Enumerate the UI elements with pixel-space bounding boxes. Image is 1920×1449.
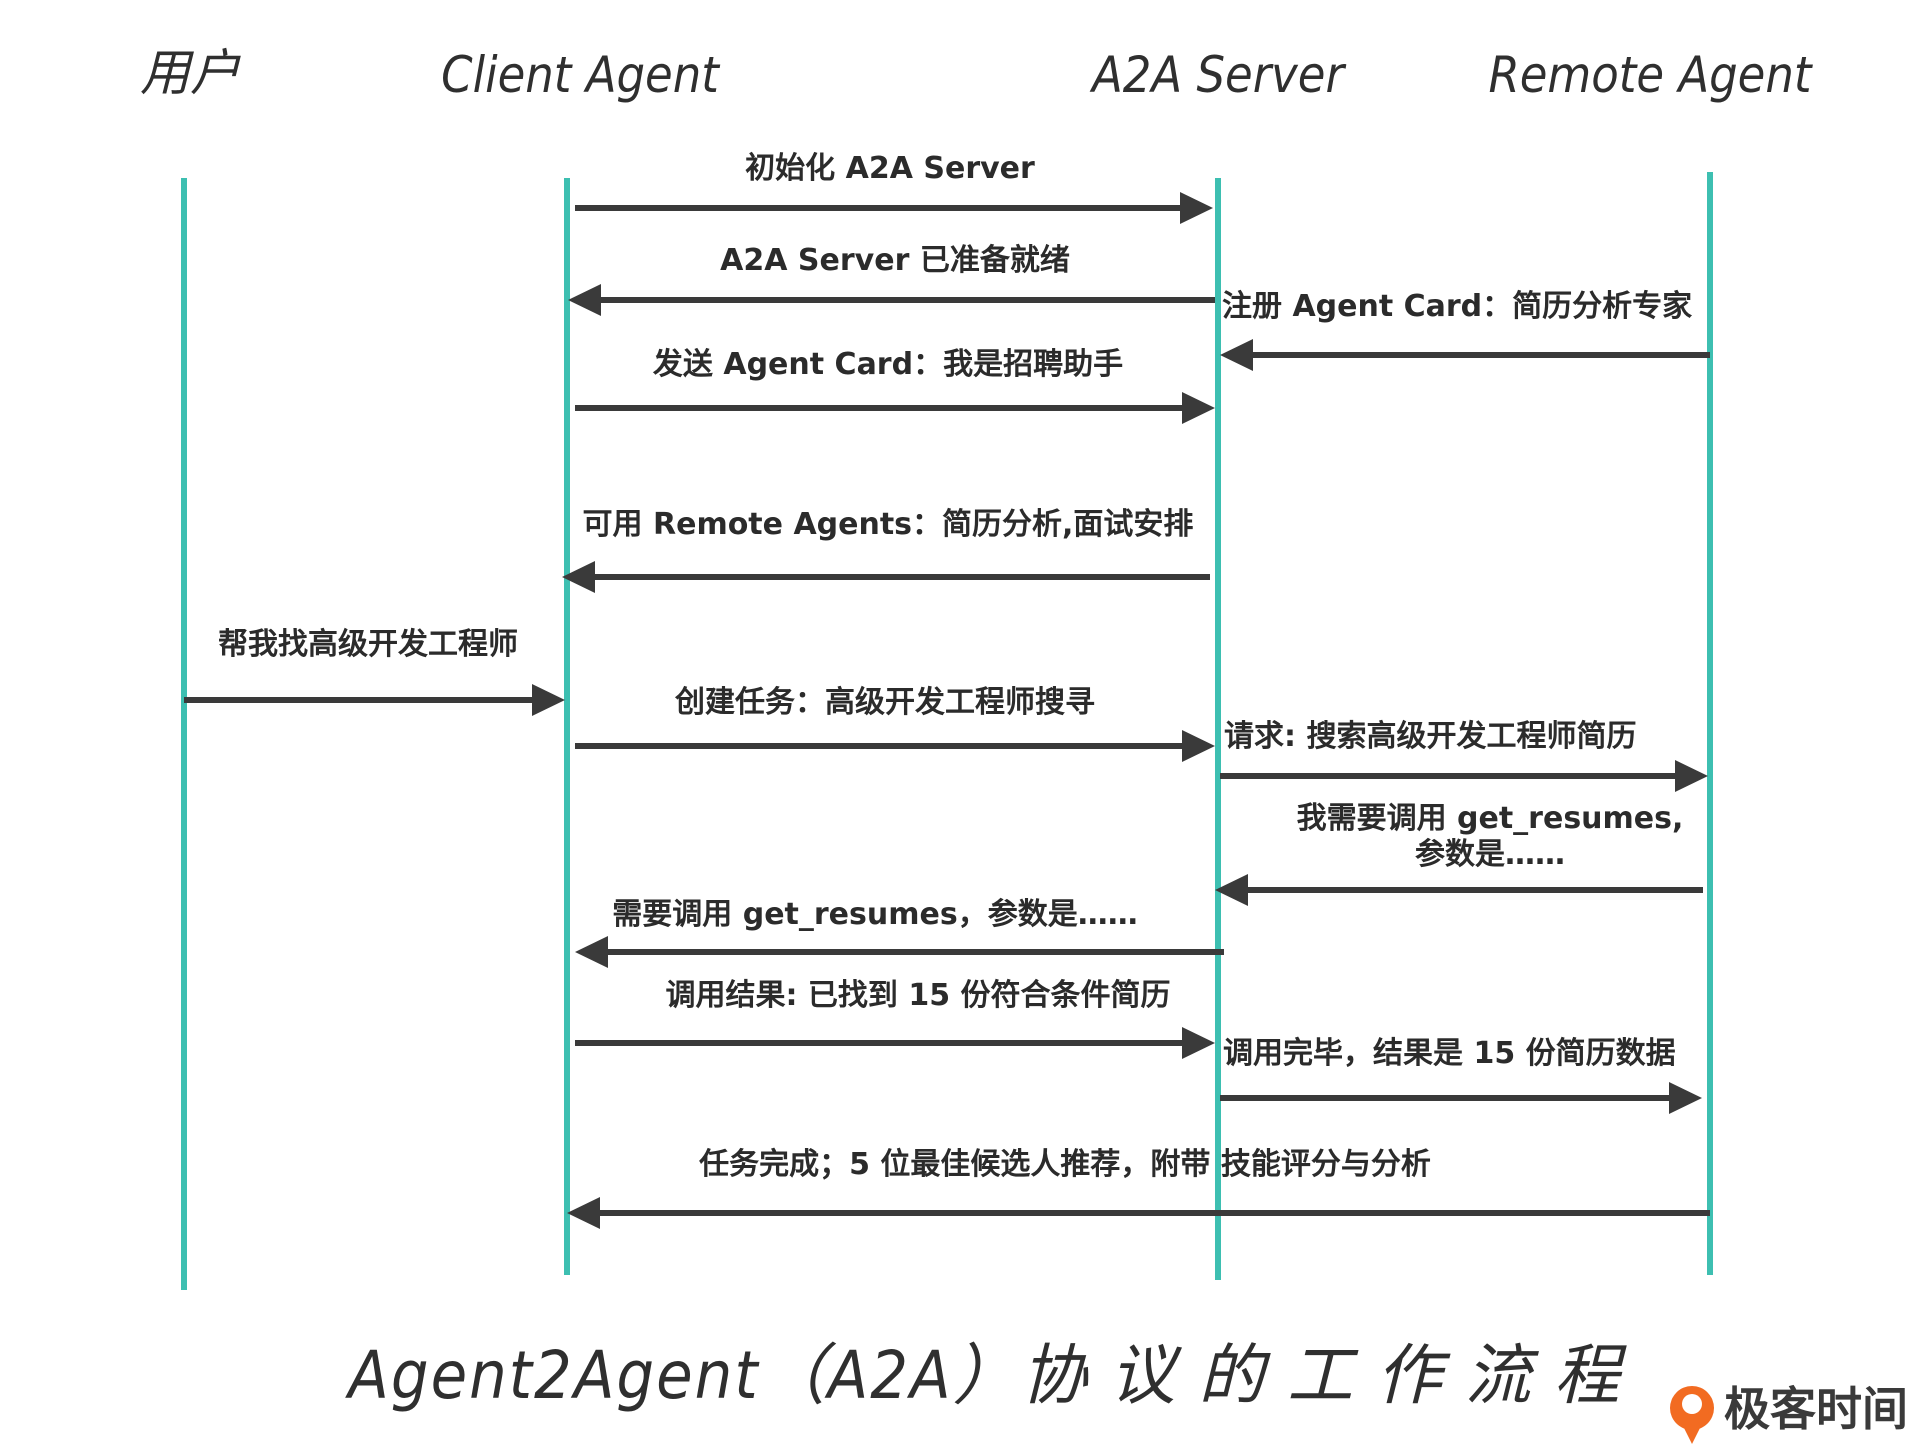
message-call-complete: 调用完毕，结果是 15 份简历数据	[1220, 1036, 1702, 1114]
message-label: A2A Server 已准备就绪	[720, 243, 1070, 278]
brand-logo: 极客时间	[1670, 1382, 1908, 1444]
message-label-line2: 参数是……	[1415, 837, 1565, 872]
diagram-caption: Agent2Agent（A2A）协 议 的 工 作 流 程	[344, 1337, 1627, 1414]
message-label: 发送 Agent Card：我是招聘助手	[652, 347, 1123, 382]
message-task-complete: 任务完成；5 位最佳候选人推荐，附带 技能评分与分析	[567, 1147, 1710, 1229]
message-label: 调用完毕，结果是 15 份简历数据	[1223, 1036, 1676, 1071]
actor-user: 用户	[140, 44, 241, 102]
message-init-server: 初始化 A2A Server	[575, 151, 1213, 224]
message-label: 创建任务：高级开发工程师搜寻	[674, 685, 1095, 720]
message-create-task: 创建任务：高级开发工程师搜寻	[575, 685, 1215, 762]
geektime-logo-icon	[1670, 1386, 1714, 1444]
message-call-get-resumes: 需要调用 get_resumes，参数是……	[575, 897, 1224, 968]
message-need-tool-call: 我需要调用 get_resumes, 参数是……	[1215, 801, 1703, 906]
message-call-result: 调用结果: 已找到 15 份符合条件简历	[575, 978, 1215, 1059]
message-label: 我需要调用 get_resumes,	[1297, 801, 1684, 836]
message-label: 可用 Remote Agents：简历分析,面试安排	[583, 507, 1194, 542]
actor-a2a-server: A2A Server	[1089, 46, 1346, 104]
message-label: 注册 Agent Card：简历分析专家	[1222, 289, 1692, 324]
message-label: 任务完成；5 位最佳候选人推荐，附带 技能评分与分析	[698, 1147, 1431, 1182]
message-register-agent-card: 注册 Agent Card：简历分析专家	[1220, 289, 1710, 371]
message-label: 初始化 A2A Server	[745, 151, 1035, 186]
message-label: 需要调用 get_resumes，参数是……	[612, 897, 1137, 932]
brand-name: 极客时间	[1724, 1382, 1908, 1436]
message-send-agent-card: 发送 Agent Card：我是招聘助手	[575, 347, 1215, 424]
message-search-resumes-request: 请求: 搜索高级开发工程师简历	[1220, 719, 1708, 792]
actor-remote-agent: Remote Agent	[1488, 46, 1813, 104]
message-label: 请求: 搜索高级开发工程师简历	[1224, 719, 1636, 754]
message-label: 调用结果: 已找到 15 份符合条件简历	[665, 978, 1170, 1013]
message-available-remote-agents: 可用 Remote Agents：简历分析,面试安排	[562, 507, 1210, 593]
message-label: 帮我找高级开发工程师	[218, 627, 518, 662]
message-server-ready: A2A Server 已准备就绪	[568, 243, 1215, 316]
actor-client-agent: Client Agent	[441, 46, 721, 104]
message-user-request: 帮我找高级开发工程师	[184, 627, 565, 716]
